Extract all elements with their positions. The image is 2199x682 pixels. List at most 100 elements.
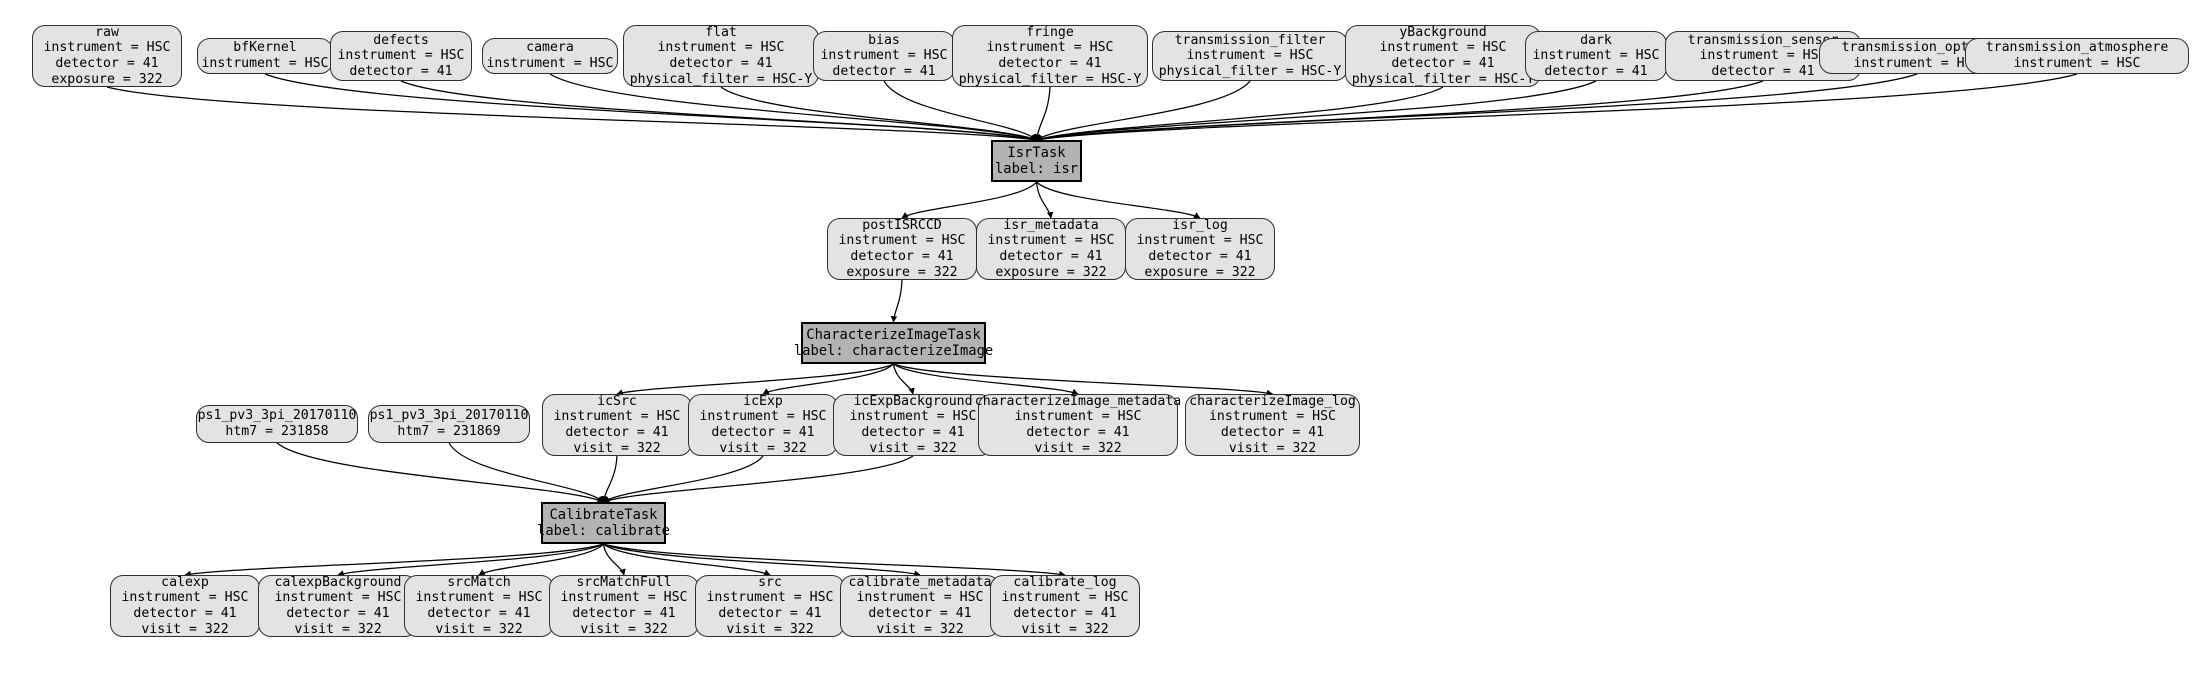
node-detail-line: detector = 41 (286, 606, 390, 621)
node-detail-line: detector = 41 (1220, 425, 1325, 440)
node-detail-line: physical_filter = HSC-Y (1158, 63, 1342, 79)
node-detail-line: detector = 41 (1391, 56, 1495, 71)
node-detail-line: physical_filter = HSC-Y (958, 71, 1142, 87)
node-detail-line: detector = 41 (861, 425, 965, 440)
node-detail-line: label: calibrate (537, 523, 670, 539)
node-detail-line: visit = 322 (726, 621, 814, 637)
node-title: bias (868, 32, 900, 48)
node-detail-line: physical_filter = HSC-Y (629, 71, 813, 87)
node-title: transmission_sensor (1687, 32, 1839, 48)
node-detail-line: instrument = HSC (1853, 56, 1981, 71)
graph-edge (400, 80, 1038, 142)
node-detail-line: detector = 41 (1148, 249, 1252, 264)
node-detail-line: detector = 41 (999, 249, 1103, 264)
node-detail-line: exposure = 322 (995, 264, 1107, 280)
node-title: CharacterizeImageTask (806, 326, 981, 343)
node-title: characterizeImage_log (1189, 393, 1356, 409)
node-detail-line: instrument = HSC (486, 56, 614, 71)
node-detail-line: exposure = 322 (846, 264, 958, 280)
graph-edge (1035, 80, 1764, 143)
node-detail-line: instrument = HSC (415, 590, 543, 606)
node-detail-line: instrument = HSC (201, 56, 329, 71)
node-detail-line: detector = 41 (1013, 606, 1117, 621)
node-detail-line: instrument = HSC (987, 233, 1115, 249)
node-detail-line: detector = 41 (1711, 63, 1815, 79)
node-detail-line: instrument = HSC (553, 409, 681, 425)
node-title: flat (705, 24, 737, 40)
graph-edge (106, 86, 1038, 143)
node-detail-line: instrument = HSC (1208, 409, 1337, 425)
node-detail-line: detector = 41 (832, 63, 936, 79)
node-title: ps1_pv3_3pi_20170110 (369, 408, 529, 424)
node-detail-line: detector = 41 (55, 56, 159, 71)
node-title: characterizeImage_metadata (974, 393, 1182, 409)
node-detail-line: instrument = HSC (1379, 40, 1507, 56)
graph-edge (890, 279, 903, 323)
node-detail-line: detector = 41 (565, 425, 669, 440)
node-title: yBackground (1399, 24, 1487, 40)
node-title: src (758, 574, 782, 590)
node-detail-line: detector = 41 (998, 56, 1102, 71)
node-title: bfKernel (233, 40, 297, 56)
node-detail-line: visit = 322 (719, 440, 807, 456)
node-detail-line: visit = 322 (869, 440, 957, 456)
node-detail-line: exposure = 322 (1144, 264, 1256, 280)
node-detail-line: instrument = HSC (1699, 48, 1827, 64)
node-title: isr_log (1172, 217, 1228, 233)
graph-edge (478, 543, 604, 576)
graph-edge (901, 181, 1037, 219)
node-detail-line: instrument = HSC (2013, 56, 2141, 71)
graph-edge (602, 543, 626, 576)
node-detail-line: visit = 322 (573, 440, 661, 456)
node-title: postISRCCD (862, 217, 942, 233)
graph-edge (1035, 73, 2078, 143)
node-title: calexpBackground (274, 574, 402, 590)
node-detail-line: instrument = HSC (986, 40, 1114, 56)
graph-edge (616, 363, 894, 396)
graph-edge (893, 363, 1274, 397)
node-detail-line: instrument = HSC (838, 233, 966, 249)
graph-edge (600, 455, 618, 503)
graph-edge (1035, 80, 1597, 142)
node-title: icSrc (597, 393, 637, 409)
graph-edge (337, 543, 604, 577)
node-detail-line: detector = 41 (669, 56, 773, 71)
graph-edge (1033, 86, 1051, 141)
node-detail-line: htm7 = 231869 (397, 424, 501, 439)
node-detail-line: detector = 41 (349, 63, 453, 79)
node-detail-line: physical_filter = HSC-Y (1351, 71, 1535, 87)
node-title: transmission_filter (1174, 32, 1326, 48)
node-detail-line: instrument = HSC (43, 40, 171, 56)
